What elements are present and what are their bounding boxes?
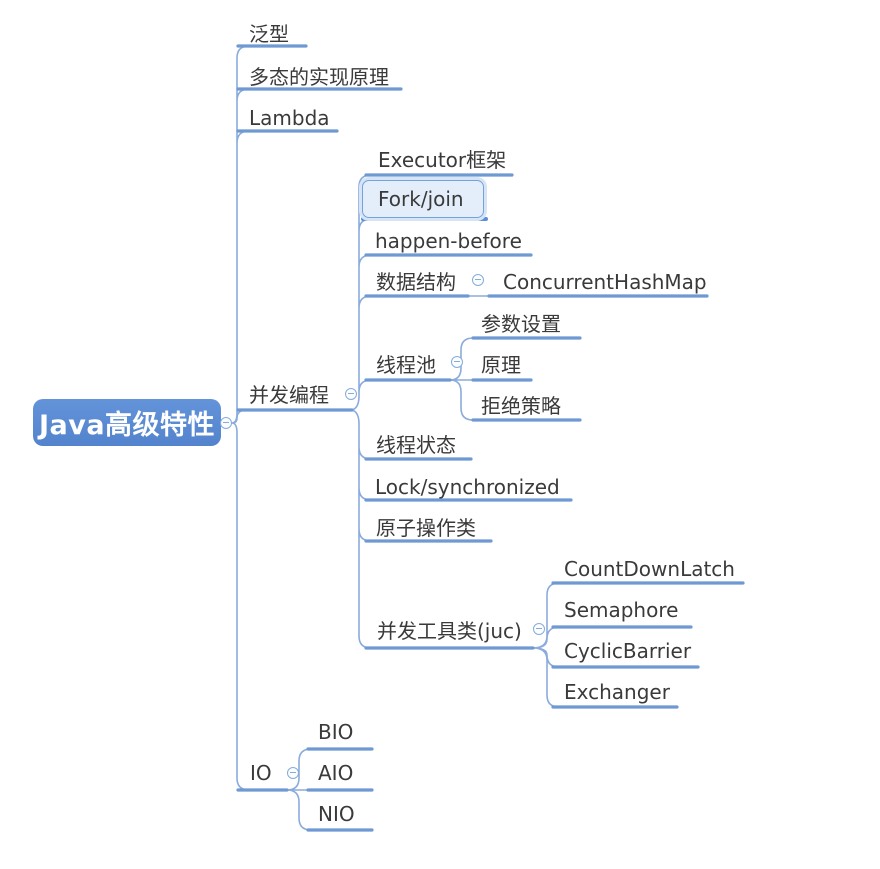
- topic-thread-state[interactable]: 线程状态: [376, 433, 456, 457]
- topic-exchanger[interactable]: Exchanger: [564, 680, 670, 704]
- topic-io[interactable]: IO: [250, 761, 272, 785]
- topic-executor[interactable]: Executor框架: [378, 148, 507, 172]
- thread-pool-collapse-icon[interactable]: [451, 356, 463, 368]
- topic-generics[interactable]: 泛型: [249, 22, 289, 46]
- topic-countdownlatch[interactable]: CountDownLatch: [564, 557, 735, 581]
- topic-aio[interactable]: AIO: [318, 761, 354, 785]
- topic-data-structure[interactable]: 数据结构: [376, 270, 456, 294]
- topic-cyclicbarrier[interactable]: CyclicBarrier: [564, 639, 692, 663]
- topic-principle[interactable]: 原理: [481, 353, 521, 377]
- root-topic[interactable]: Java高级特性: [33, 399, 221, 446]
- topic-underlines: [236, 44, 745, 832]
- topic-forkjoin[interactable]: Fork/join: [362, 180, 484, 218]
- topic-happen-before[interactable]: happen-before: [375, 229, 522, 253]
- io-collapse-icon[interactable]: [287, 767, 299, 779]
- topic-lambda[interactable]: Lambda: [249, 106, 330, 130]
- topic-juc[interactable]: 并发工具类(juc): [377, 619, 522, 643]
- topic-polymorphism[interactable]: 多态的实现原理: [249, 65, 389, 89]
- topic-forkjoin-label: Fork/join: [378, 187, 464, 211]
- concurrency-collapse-icon[interactable]: [345, 388, 357, 400]
- topic-reject-policy[interactable]: 拒绝策略: [481, 394, 561, 418]
- topic-bio[interactable]: BIO: [318, 720, 354, 744]
- topic-concurrency[interactable]: 并发编程: [249, 383, 329, 407]
- topic-semaphore[interactable]: Semaphore: [564, 598, 679, 622]
- topic-nio[interactable]: NIO: [318, 802, 355, 826]
- topic-concurrent-hashmap[interactable]: ConcurrentHashMap: [503, 270, 707, 294]
- data-structure-collapse-icon[interactable]: [472, 274, 484, 286]
- topic-lock-synchronized[interactable]: Lock/synchronized: [375, 475, 560, 499]
- topic-param-setting[interactable]: 参数设置: [481, 312, 561, 336]
- topic-atomic-class[interactable]: 原子操作类: [376, 516, 476, 540]
- root-collapse-icon[interactable]: [220, 417, 232, 429]
- topic-thread-pool[interactable]: 线程池: [376, 353, 436, 377]
- juc-collapse-icon[interactable]: [533, 623, 545, 635]
